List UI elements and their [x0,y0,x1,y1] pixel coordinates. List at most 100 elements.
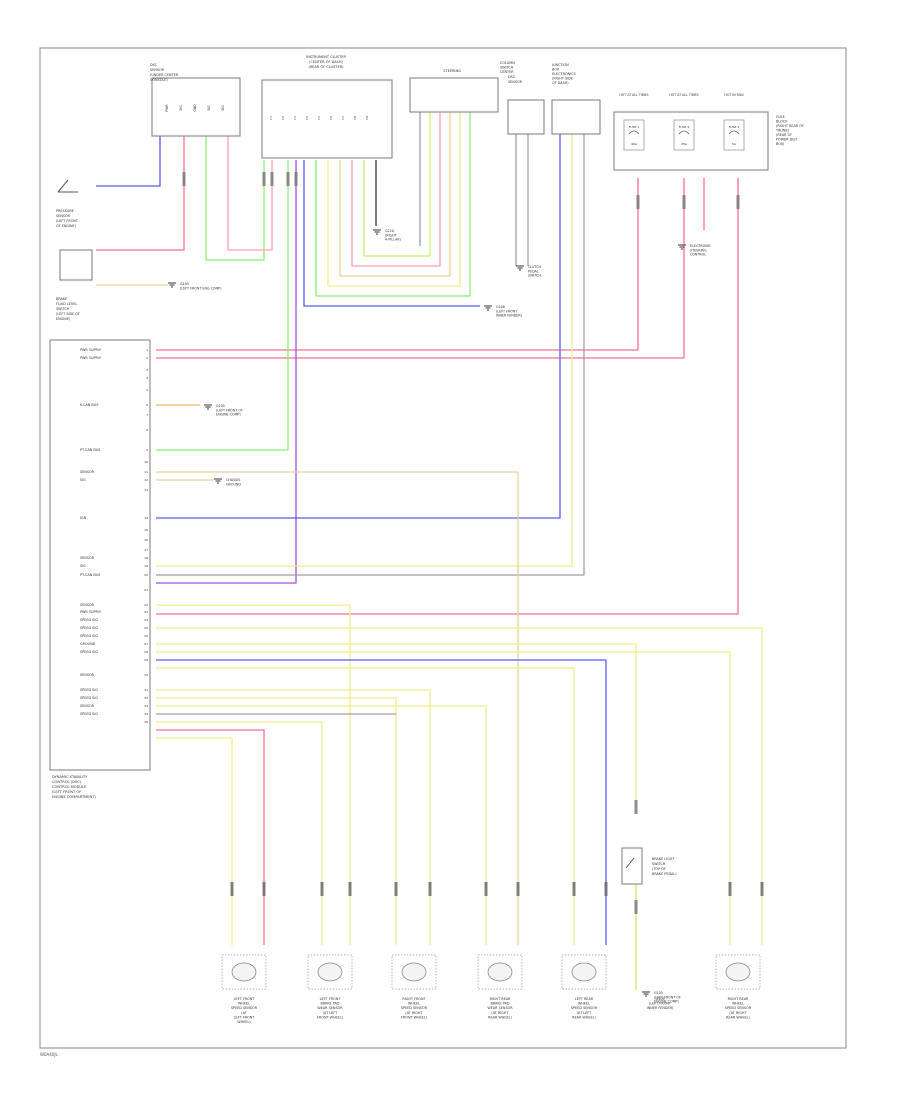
dsc-sensor-title-line: DSC [508,75,516,79]
module-pin-label: PWR SUPPLY [80,610,102,614]
ground-label-line: INNER FENDER) [496,314,522,318]
brake-fluid-switch [59,249,93,281]
sensor-block [391,954,437,990]
fuse-amps: 40A [631,142,638,146]
diagram-frame [39,47,847,1049]
bottom-sensor-label-line: G106 [655,997,664,1001]
sensor-body [231,962,257,982]
wire-connector-tag [604,882,608,896]
fuse-amps: 5A [732,142,737,146]
module-pin-number: 24 [144,618,148,622]
ground-label-line: ENGINE COMP) [654,1000,679,1004]
sensor-body [487,962,513,982]
bottom-sensor-label-line: WHEEL [578,1002,590,1006]
wires-layer [96,112,764,990]
ground-label-line: CONTROL [690,253,706,257]
wire-cluster-yellow [327,112,461,287]
bottom-sensor-label-line: REAR WHEEL) [488,1015,512,1019]
wire-lf-pad [156,604,351,945]
pressure-sensor-title-line: OF ENGINE) [56,224,77,228]
gateway-title-line: (RIGHT SIDE [552,77,573,81]
module-pin-number: 30 [144,673,148,677]
cluster-pin: C4 [305,116,309,120]
top-wire-tag [286,172,290,186]
fuse-heading: HOT IN RUN [724,93,744,97]
bottom-sensor-label-line: RIGHT REAR [728,997,749,1001]
module-pin-number: 35 [144,720,148,724]
module-pin-number: 1 [146,348,148,352]
wire-connector-tag [728,882,732,896]
bottom-sensor-label-line: LEFT REAR [575,997,594,1001]
module-pin-number: 25 [144,626,148,630]
cluster-pin: C8 [353,116,357,120]
module-pin-label: SPEED SIG [80,712,98,716]
ground-label-line: PEDAL [528,269,539,273]
wire-lf-speed-b [156,737,233,945]
gateway-title-line: ELECTRONICS [552,72,576,76]
bottom-sensor-label-line: (AT LEFT [323,1011,338,1015]
module-pin-label: SENSOR [80,556,95,560]
module-pin-label: GROUND [80,642,96,646]
fuse-icon [628,130,640,135]
steering-subtitle-line: COLUMN [500,61,515,65]
wire-connector-tag [572,882,576,896]
ground-symbol [168,282,176,288]
top-wire-tag [294,172,298,186]
sensor-top-title-line: (UNDER CENTER [150,73,179,77]
ground-symbol [204,404,212,410]
module-pin-number: 20 [144,573,148,577]
module-pin-label: SPEED SIG [80,618,98,622]
wire-connector-tag [262,882,266,896]
sensor-top-pin: SIG [179,105,183,111]
components-layer [49,77,769,997]
steering-subtitle-line: SWITCH [500,66,514,70]
pressure-sensor-switch-icon [57,179,78,193]
fuse-block-title-line: (REAR OF [776,133,792,137]
module-pin-label: SENSOR [80,704,95,708]
module-pin-number: 14 [144,516,148,520]
module-pin-number: 5 [146,388,148,392]
dsc-module-title-line: ENGINE COMPARTMENT) [52,795,96,799]
module-pin-label: SIG [80,478,86,482]
bottom-sensor-label-line: (AT LEFT [577,1011,592,1015]
ground-label-line: (LEFT FRONT OF [216,408,243,412]
module-pin-number: 32 [144,696,148,700]
sensor-top-title-line: SENSOR [150,68,165,72]
ground-symbol [642,991,650,997]
fuse-outline [673,119,695,151]
fuse-block-title-line: BOX) [776,142,785,146]
ground-label-line: G105 [180,282,189,286]
brake-light-title-line: (TOP OF [652,867,666,871]
module-pin-number: 23 [144,610,148,614]
ground-label-line: SWITCH [528,274,541,278]
module-pin-number: 11 [144,470,148,474]
dsc-module-title-line: CONTROL MODULE [52,785,87,789]
bottom-sensor-label-line: (AT RIGHT [491,1011,509,1015]
module-pin-number: 8 [146,428,148,432]
module-pin-number: 2 [146,356,148,360]
cluster-pin: C5 [317,116,321,120]
steering-column-connector [409,77,499,113]
brake-light-switch [621,847,643,885]
wire-sensor-rr [156,471,519,945]
wire-rr-pad [156,705,487,945]
bottom-sensor-label-line: LEFT FRONT [234,997,256,1001]
module-pin-number: 34 [144,712,148,716]
module-pin-label: SPEED SIG [80,650,98,654]
bottom-sensor-label-line: FRONT WHEEL) [401,1015,428,1019]
module-pin-label: SPEED SIG [80,634,98,638]
wire-pt-can [156,160,289,451]
dsc-sensor-title-line: SENSOR [508,80,523,84]
wire-sensor-can [205,136,265,261]
ground-symbol [678,244,686,250]
module-pin-number: 28 [144,650,148,654]
wire-gateway-blue [156,134,561,519]
diagram-code: W0A40JL [40,1052,58,1057]
sensor-body [571,962,597,982]
module-pin-number: 9 [146,448,148,452]
ground-symbol [484,305,492,311]
ground-label-line: STEERING [690,248,707,252]
module-pin-number: 29 [144,658,148,662]
